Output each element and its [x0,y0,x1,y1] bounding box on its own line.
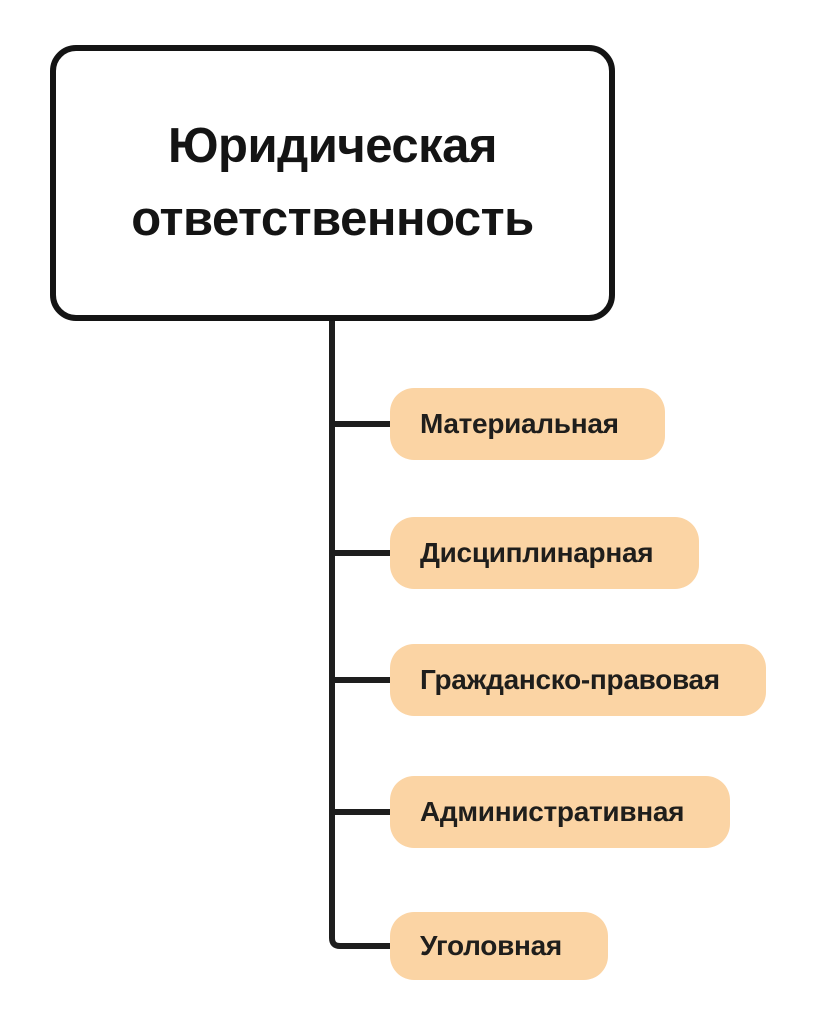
trunk-line [329,318,390,949]
node-label: Материальная [420,408,619,439]
node-label: Дисциплинарная [420,537,654,568]
node-administrativnaya: Административная [390,776,731,848]
node-disciplinarnaya: Дисциплинарная [390,517,700,589]
node-ugolovnaya: Уголовная [390,912,608,980]
node-label: Гражданско-правовая [420,664,720,695]
root-node-legal-liability: Юридическая ответственность [50,45,615,321]
node-materialnaya: Материальная [390,388,665,460]
node-grazhdansko-pravovaya: Гражданско-правовая [390,644,766,716]
node-label: Административная [420,796,685,827]
root-node-label: Юридическая ответственность [131,118,534,247]
node-label: Уголовная [420,930,562,961]
